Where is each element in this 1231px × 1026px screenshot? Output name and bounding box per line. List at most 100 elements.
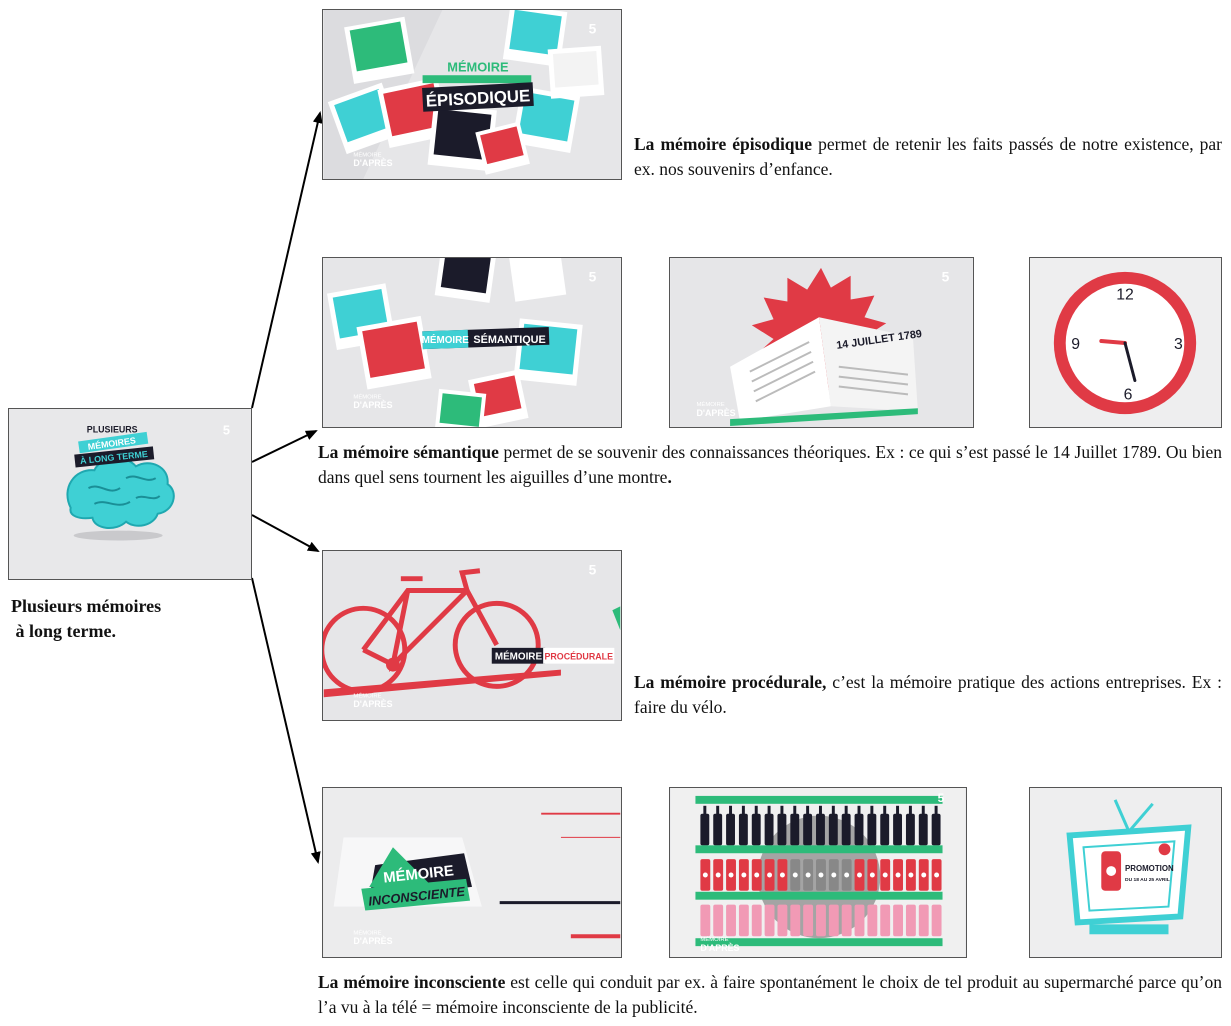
show-logo-line1: MÉMOIRE: [700, 936, 728, 943]
wine-bottles-row: [700, 805, 941, 846]
pink-product: [751, 904, 762, 937]
wine-bottle: [764, 813, 774, 846]
channel-logo: 5: [589, 562, 597, 578]
wine-bottle: [905, 813, 915, 846]
pink-products-row: [700, 904, 942, 937]
procedural-term: La mémoire procédurale,: [634, 672, 827, 692]
source-caption: Plusieurs mémoires à long terme.: [11, 594, 251, 644]
show-logo-line2: D'APRÈS: [353, 699, 392, 709]
pink-product: [828, 904, 839, 937]
show-logo-line2: D'APRÈS: [700, 943, 739, 953]
pink-product: [918, 904, 929, 937]
source-caption-line1: Plusieurs mémoires: [11, 596, 162, 616]
pink-product: [713, 904, 724, 937]
wine-bottle: [751, 813, 761, 846]
episodic-description: La mémoire épisodique permet de retenir …: [634, 132, 1222, 182]
semantic-text-end: .: [667, 467, 672, 487]
semantic-thumbnail-1: MÉMOIRE SÉMANTIQUE 5 MÉMOIRE D'APRÈS: [322, 257, 622, 428]
channel-logo: 5: [223, 423, 230, 438]
show-logo-line1: MÉMOIRE: [696, 401, 724, 408]
clock-minute-hand: [1123, 341, 1137, 383]
wine-bottle: [893, 813, 903, 846]
show-logo-line1: MÉMOIRE: [353, 692, 381, 699]
soda-cans-row: [700, 859, 942, 891]
clock-hour-hand: [1099, 339, 1127, 345]
wine-bottle: [816, 813, 825, 846]
procedural-description: La mémoire procédurale, c’est la mémoire…: [634, 670, 1222, 720]
clock-number-9: 9: [1071, 336, 1080, 353]
wine-bottle: [918, 813, 928, 846]
semantic-description: La mémoire sémantique permet de se souve…: [318, 440, 1222, 490]
source-thumbnail: PLUSIEURS MÉMOIRES À LONG TERME 5: [8, 408, 252, 580]
semantic-term: La mémoire sémantique: [318, 442, 499, 462]
wine-bottle: [854, 813, 864, 846]
channel-logo: 5: [942, 269, 950, 285]
show-logo-line2: D'APRÈS: [696, 408, 735, 418]
show-logo-line1: MÉMOIRE: [353, 393, 381, 400]
pink-product: [893, 904, 903, 937]
wine-bottle: [777, 813, 787, 846]
show-logo-line2: D'APRÈS: [353, 400, 392, 410]
wine-bottle: [931, 813, 941, 846]
arrow-semantic: [251, 430, 318, 463]
pink-product: [726, 904, 736, 937]
wine-bottle: [738, 813, 748, 846]
show-logo-line2: D'APRÈS: [353, 158, 392, 168]
procedural-label-b: PROCÉDURALE: [544, 652, 613, 662]
tv-icon: [1066, 824, 1192, 926]
unconscious-thumbnail-shelf: 5 MÉMOIRE D'APRÈS: [669, 787, 967, 958]
pink-product: [790, 904, 801, 937]
show-logo-line1: MÉMOIRE: [353, 151, 381, 158]
arrow-unconscious: [251, 577, 321, 864]
pink-product: [841, 904, 852, 937]
clock-number-3: 3: [1174, 336, 1183, 353]
channel-logo: 5: [589, 269, 597, 285]
procedural-label-a: MÉMOIRE: [495, 652, 543, 663]
channel-logo: 5: [938, 791, 945, 805]
arrow-episodic: [251, 111, 323, 409]
unconscious-description: La mémoire inconsciente est celle qui co…: [318, 970, 1222, 1020]
semantic-thumbnail-newspaper: 14 JUILLET 1789 5 MÉMOIRE D'APRÈS: [669, 257, 974, 428]
unconscious-text: est celle qui conduit par ex. à faire sp…: [318, 972, 1222, 1017]
semantic-text: permet de se souvenir des connaissances …: [318, 442, 1222, 487]
unconscious-term: La mémoire inconsciente: [318, 972, 506, 992]
wine-bottle: [828, 813, 838, 846]
pink-product: [738, 904, 749, 937]
pink-product: [854, 904, 865, 937]
semantic-label-a: MÉMOIRE: [422, 335, 470, 346]
show-logo-line2: D'APRÈS: [353, 936, 392, 946]
pink-product: [867, 904, 878, 937]
pink-product: [803, 904, 814, 937]
source-caption-line2: à long terme.: [11, 621, 116, 641]
procedural-thumbnail: MÉMOIRE PROCÉDURALE 5 MÉMOIRE D'APRÈS: [322, 550, 622, 721]
wine-bottle: [713, 813, 723, 846]
wine-bottle: [867, 813, 877, 846]
arrow-procedural: [251, 514, 320, 552]
pink-product: [880, 904, 891, 937]
channel-logo: 5: [589, 21, 597, 37]
episodic-text: permet de retenir les faits passés de no…: [634, 134, 1222, 179]
show-logo-line1: MÉMOIRE: [353, 929, 381, 936]
unconscious-thumbnail-1: MÉMOIRE INCONSCIENTE MÉMOIRE D'APRÈS: [322, 787, 622, 958]
wine-bottle: [726, 813, 735, 846]
procedural-text: c’est la mémoire pratique des actions en…: [634, 672, 1222, 717]
semantic-thumbnail-clock: 12 3 6 9: [1029, 257, 1222, 428]
episodic-label-top: MÉMOIRE: [447, 59, 509, 74]
brain-illustration: PLUSIEURS MÉMOIRES À LONG TERME 5: [9, 409, 251, 579]
brain-icon: [66, 457, 175, 529]
unconscious-thumbnail-tv: PROMOTION DU 18 AU 25 AVRIL: [1029, 787, 1222, 958]
pink-product: [905, 904, 916, 937]
promo-dates: DU 18 AU 25 AVRIL: [1125, 877, 1170, 883]
wine-bottle: [841, 813, 851, 846]
wine-bottle: [700, 813, 710, 846]
wine-bottle: [790, 813, 800, 846]
wine-bottle: [880, 813, 890, 846]
semantic-label-b: SÉMANTIQUE: [473, 333, 545, 346]
photo-white: [547, 45, 605, 99]
photo-dark: [427, 103, 497, 172]
clock-number-12: 12: [1116, 287, 1134, 304]
episodic-thumbnail: MÉMOIRE ÉPISODIQUE 5 MÉMOIRE D'APRÈS: [322, 9, 622, 180]
photo-green: [344, 16, 415, 84]
episodic-term: La mémoire épisodique: [634, 134, 813, 154]
